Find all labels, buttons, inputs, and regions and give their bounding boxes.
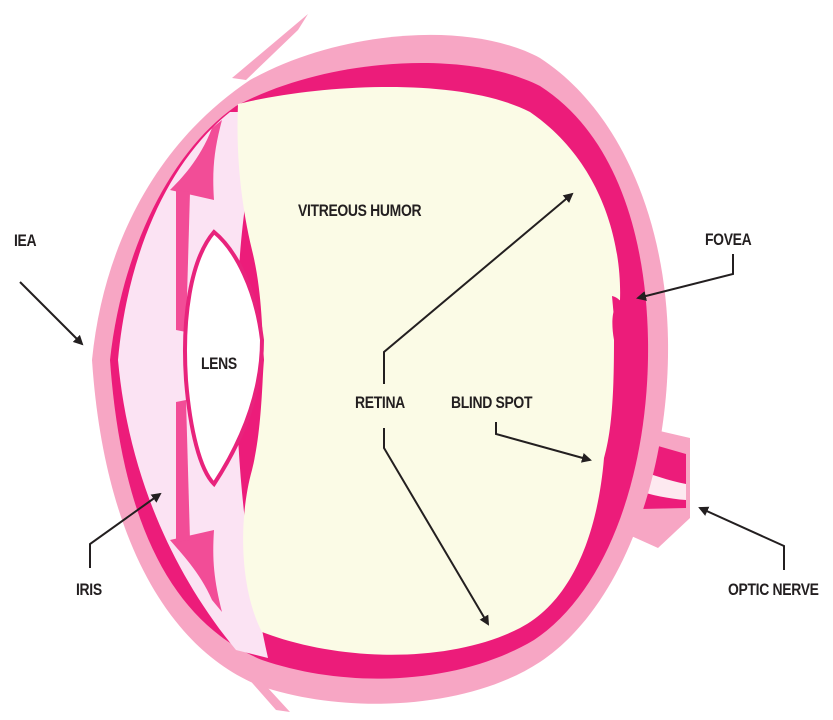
- vitreous-body: [238, 87, 621, 655]
- label-optic-nerve: OPTIC NERVE: [728, 580, 819, 600]
- label-iris: IRIS: [76, 580, 102, 600]
- label-blind-spot: BLIND SPOT: [451, 393, 532, 413]
- label-lens: LENS: [201, 354, 237, 374]
- cornea-arrow: [20, 282, 82, 344]
- label-retina: RETINA: [355, 393, 405, 413]
- optic-nerve-arrow: [700, 508, 784, 570]
- label-vitreous-humor: VITREOUS HUMOR: [298, 201, 421, 221]
- label-fovea: FOVEA: [705, 230, 751, 250]
- label-cornea: IEA: [14, 231, 36, 251]
